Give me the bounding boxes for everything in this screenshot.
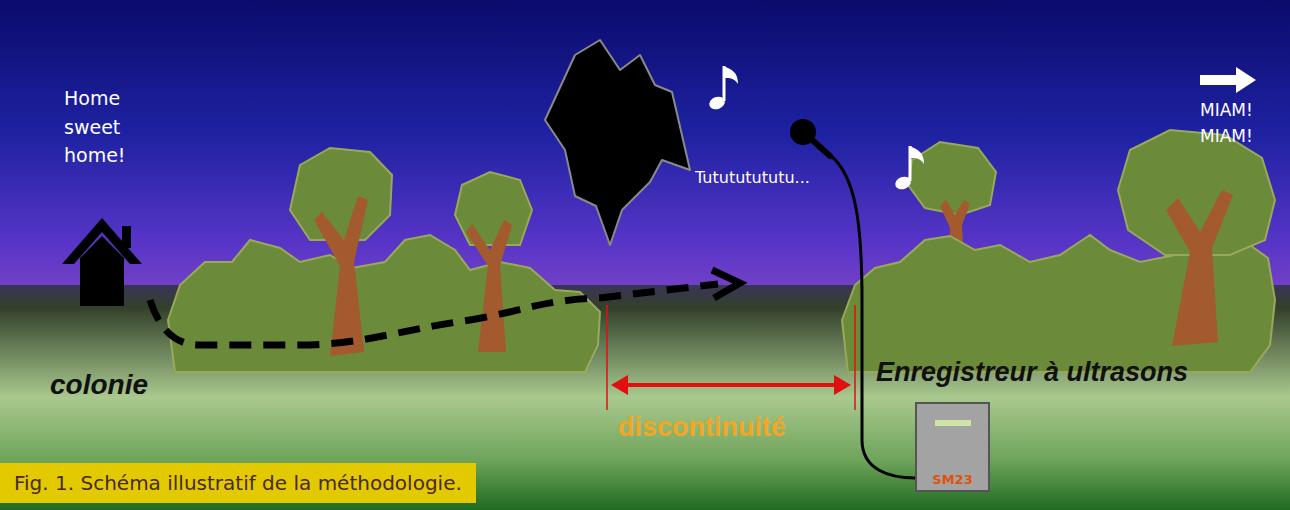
direction-arrow (1200, 67, 1256, 93)
figure-caption: Fig. 1. Schéma illustratif de la méthodo… (0, 463, 476, 503)
flight-arrowhead (712, 270, 740, 298)
tree-crown (290, 148, 392, 240)
distance-arrowhead (834, 375, 851, 395)
music-note (910, 146, 924, 164)
tree-trunk (1166, 190, 1233, 346)
tree-crown (908, 142, 996, 215)
distance-arrowhead (611, 375, 628, 395)
tree-trunk (314, 196, 368, 356)
bracket-tick (854, 305, 856, 410)
tree-trunk (466, 220, 512, 352)
model-label: SM23 (932, 472, 972, 487)
microphone-handle (810, 138, 830, 156)
device-label: Enregistreur à ultrasons (876, 358, 1188, 388)
house-chimney (122, 226, 131, 248)
note-label: Home sweet home! (64, 84, 144, 170)
note-label: MIAM! MIAM! (1200, 98, 1275, 149)
tree-crown (455, 172, 532, 245)
microphone-cable (830, 155, 915, 478)
recorder-box: SM23 (915, 402, 990, 492)
bracket-tick (606, 305, 608, 410)
distance-label: discontinuité (618, 413, 786, 443)
distance-arrow (622, 383, 840, 387)
sound-label: Tutututututu... (695, 168, 810, 187)
music-note (724, 66, 738, 84)
house-body (80, 236, 124, 306)
display-bar (935, 420, 971, 426)
flight-path (150, 284, 718, 345)
place-label: colonie (50, 370, 148, 401)
bat-silhouette (545, 40, 690, 245)
microphone-head (790, 119, 816, 145)
